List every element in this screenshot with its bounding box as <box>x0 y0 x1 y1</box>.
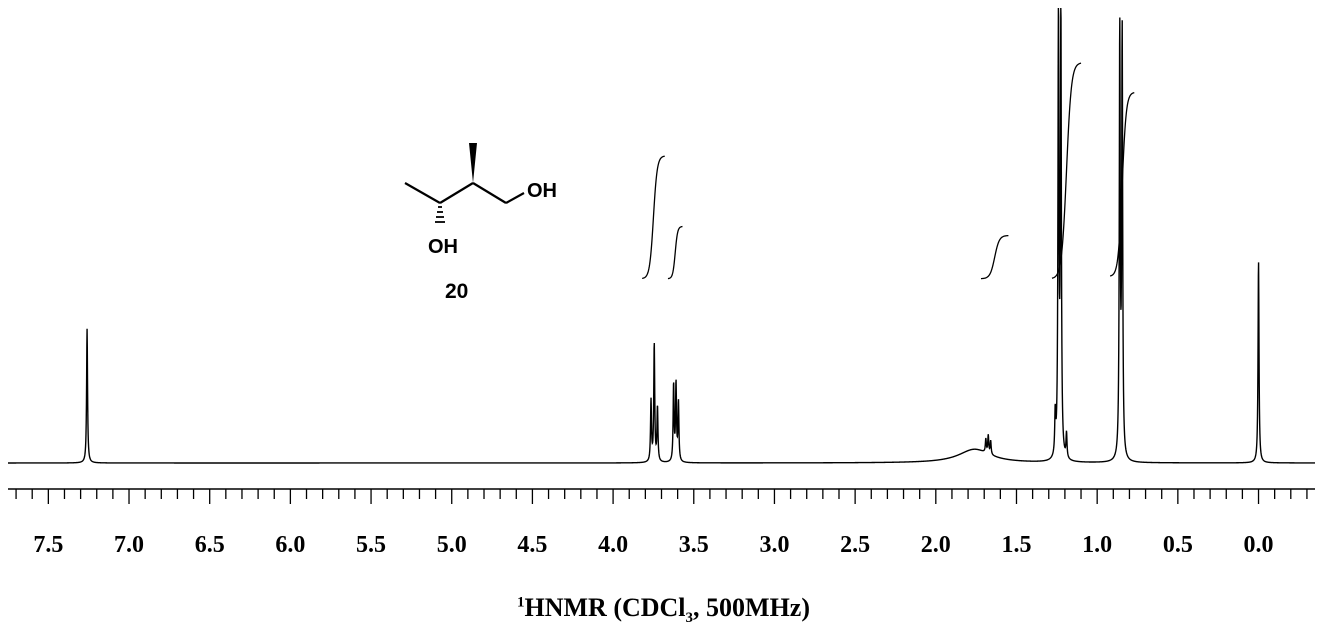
integral-curve-3 <box>980 234 1009 280</box>
x-tick-label: 7.5 <box>33 532 63 558</box>
x-tick-label: 3.5 <box>679 532 709 558</box>
x-tick-label: 3.0 <box>759 532 789 558</box>
chemical-structure: OH OH 20 <box>404 143 557 303</box>
title-subscript: 3 <box>685 610 694 627</box>
title-tail: , 500MHz) <box>693 593 810 622</box>
integral-curve-2 <box>667 225 683 280</box>
x-tick-label: 7.0 <box>114 532 144 558</box>
x-tick-label: 1.5 <box>1001 532 1031 558</box>
x-tick-label: 4.5 <box>517 532 547 558</box>
bond-methyl-left <box>404 182 441 204</box>
hash-bond-oh <box>435 206 445 223</box>
integral-curve-1 <box>642 155 665 280</box>
wedge-bond-methyl <box>469 143 477 183</box>
hydroxyl-label-right: OH <box>527 180 557 202</box>
x-tick-label: 5.5 <box>356 532 386 558</box>
x-tick-label: 1.0 <box>1082 532 1112 558</box>
bond-backbone-1 <box>439 182 474 204</box>
title-main: HNMR (CDCl <box>524 593 686 622</box>
x-tick-label: 2.5 <box>840 532 870 558</box>
bond-backbone-2 <box>472 182 507 204</box>
x-axis-ticks: 7.5 7.0 6.5 6.0 5.5 5.0 4.5 4.0 3.5 3.0 2.5 2.0 1.5 1… <box>15 489 1308 558</box>
x-tick-label: 0.5 <box>1163 532 1193 558</box>
hydroxyl-label-bottom: OH <box>428 236 458 258</box>
x-tick-label: 5.0 <box>437 532 467 558</box>
compound-number: 20 <box>445 280 468 303</box>
x-tick-label: 2.0 <box>921 532 951 558</box>
bond-ch2-oh <box>505 192 525 204</box>
integral-curve-4 <box>1051 62 1082 279</box>
chart-title: 1HNMR (CDCl3, 500MHz) <box>0 593 1327 627</box>
x-tick-label: 6.0 <box>275 532 305 558</box>
x-tick-label: 4.0 <box>598 532 628 558</box>
title-superscript: 1 <box>517 594 525 611</box>
spectrum-trace <box>8 7 1315 464</box>
x-tick-label: 6.5 <box>195 532 225 558</box>
x-tick-label: 0.0 <box>1244 532 1274 558</box>
